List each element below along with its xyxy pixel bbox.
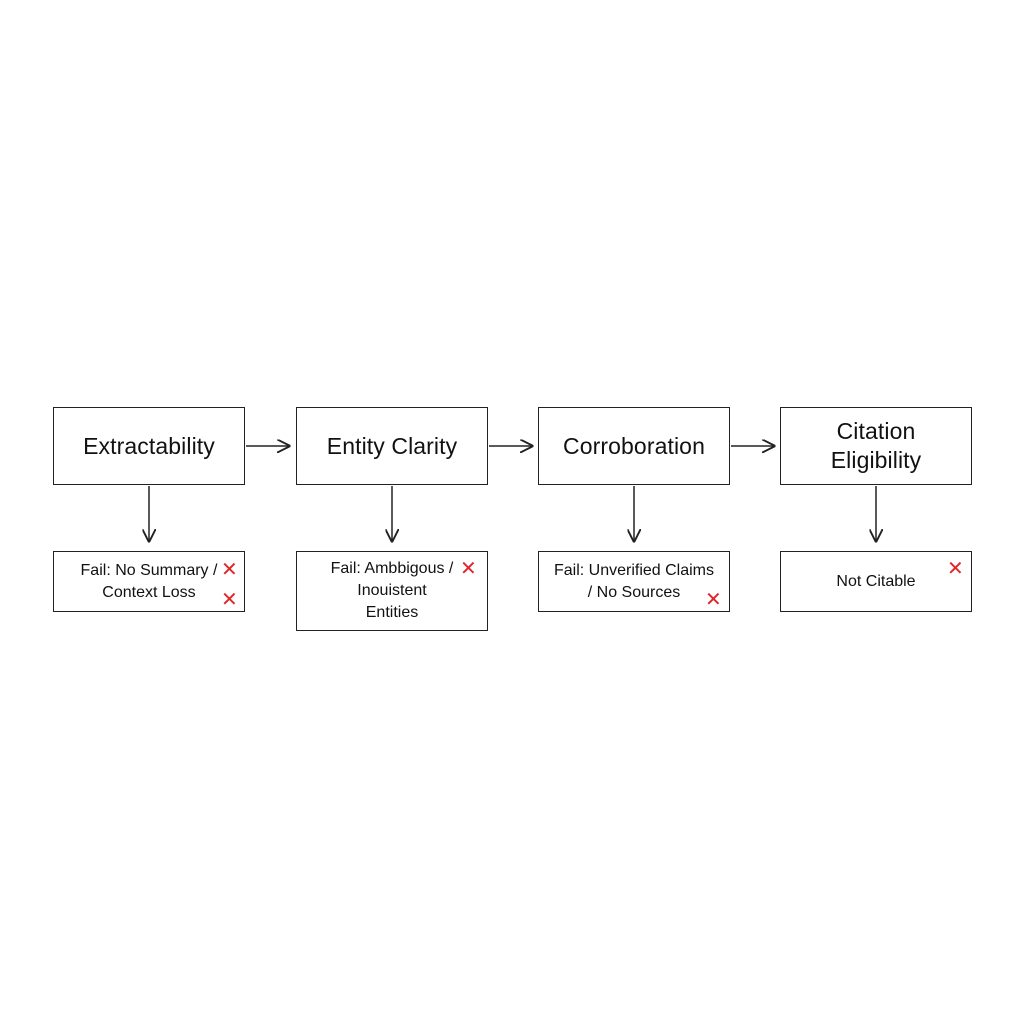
fail-text: Not Citable — [836, 572, 916, 590]
fail-text: Fail: Unverified Claims / No Sources — [553, 561, 715, 601]
fail-box-citation-eligibility: Not Citable — [780, 551, 972, 612]
fail-x-icon: ✕ — [221, 557, 238, 581]
stage-corroboration: Corroboration — [538, 407, 730, 485]
stage-label: Citation Eligibility — [830, 418, 922, 473]
fail-box-extractability: Fail: No Summary / Context Loss — [53, 551, 245, 612]
stage-entity-clarity: Entity Clarity — [296, 407, 488, 485]
fail-box-entity-clarity: Fail: Ambbigous / Inouistent Entities — [296, 551, 488, 631]
fail-text: Fail: No Summary / Context Loss — [80, 561, 218, 601]
fail-x-icon: ✕ — [460, 556, 477, 580]
fail-x-icon: ✕ — [705, 587, 722, 611]
stage-citation-eligibility: Citation Eligibility — [780, 407, 972, 485]
stage-label: Corroboration — [563, 432, 705, 459]
fail-x-icon: ✕ — [221, 587, 238, 611]
stage-extractability: Extractability — [53, 407, 245, 485]
fail-box-corroboration: Fail: Unverified Claims / No Sources — [538, 551, 730, 612]
stage-label: Extractability — [83, 432, 215, 459]
stage-label: Entity Clarity — [326, 432, 458, 459]
fail-text: Fail: Ambbigous / Inouistent Entities — [330, 560, 454, 621]
fail-x-icon: ✕ — [947, 556, 964, 580]
